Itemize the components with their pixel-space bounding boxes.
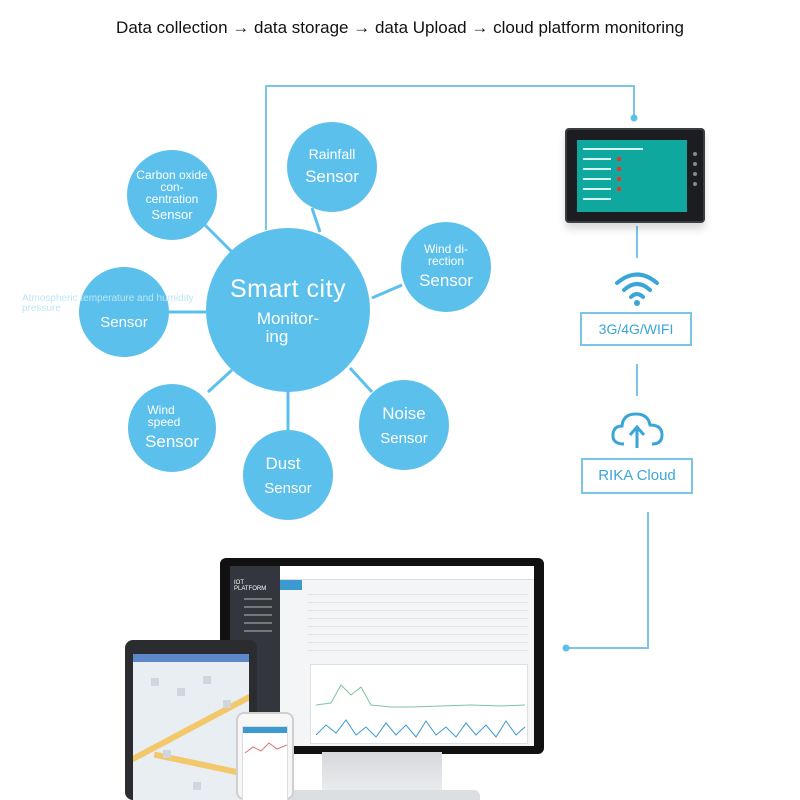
sensor-dust-label: Sensor — [264, 479, 312, 497]
sensor-noise-label: Sensor — [380, 429, 428, 447]
phone-screen — [242, 726, 288, 800]
monitor-base — [280, 790, 480, 800]
spoke-wind-speed — [206, 368, 234, 394]
spoke-wind-direction — [371, 283, 403, 300]
sensor-rainfall-label: Sensor — [305, 167, 359, 186]
sensor-co-line1: Carbon oxide con- — [136, 167, 208, 194]
headline: Data collection → data storage → data Up… — [116, 18, 684, 37]
atmosphere-caption-line1: Atmospheric temperature and humidity — [22, 293, 194, 304]
phone-chart — [244, 742, 287, 754]
sensor-co-line2: centration — [145, 191, 199, 206]
flow-cloud-to-monitor — [566, 512, 649, 649]
sensor-wind-speed-label: Sensor — [145, 432, 199, 451]
sensor-wind-speed: Wind speed Sensor — [128, 384, 216, 472]
sensor-wind-direction: Wind di- rection Sensor — [401, 222, 491, 312]
sensor-atmosphere: Sensor — [79, 267, 169, 357]
data-logger-device — [565, 128, 705, 223]
sensor-wind-direction-line1: Wind di- — [423, 242, 468, 256]
flow-dot-logger — [630, 114, 638, 122]
platform-logo: IOT PLATFORM — [234, 580, 267, 592]
atmosphere-caption-line2: pressure — [22, 303, 61, 314]
flow-dot-monitor — [562, 644, 570, 652]
hub-title: Smart city — [229, 274, 347, 303]
desktop-monitor: IOT PLATFORM — [220, 558, 544, 754]
spoke-noise — [348, 366, 374, 394]
cloud-upload-icon — [611, 412, 664, 448]
tablet-device — [125, 640, 257, 800]
tablet-map-screen — [133, 654, 249, 800]
spoke-co — [203, 223, 234, 254]
sensor-dust: Dust Sensor — [243, 430, 333, 520]
sensor-atmosphere-label: Sensor — [100, 313, 148, 331]
sensor-wind-direction-line2: rection — [427, 254, 465, 268]
hub-subtitle-1: Monitor- — [256, 308, 320, 328]
platform-topbar — [280, 566, 534, 580]
spoke-rainfall — [310, 207, 322, 233]
sensor-rainfall: Rainfall Sensor — [287, 122, 377, 212]
sensor-rainfall-line1: Rainfall — [308, 146, 356, 162]
sensor-noise-line1: Noise — [382, 403, 426, 423]
data-logger-buttons — [693, 152, 699, 192]
flow-hub-to-logger — [265, 85, 635, 230]
sensor-dust-line1: Dust — [265, 453, 301, 473]
network-label: 3G/4G/WIFI — [580, 312, 692, 346]
phone-device — [236, 712, 294, 800]
sensor-wind-speed-line1: Wind — [147, 403, 175, 417]
platform-chart — [310, 664, 528, 744]
hub-subtitle-2: ing — [265, 326, 289, 346]
platform-chart-lines — [315, 684, 526, 738]
platform-tab — [280, 580, 302, 590]
sensor-noise: Noise Sensor — [359, 380, 449, 470]
sensor-wind-speed-line2: speed — [147, 415, 181, 429]
sensor-wind-direction-label: Sensor — [419, 271, 473, 290]
hub-smart-city: Smart city Monitor- ing — [206, 228, 370, 392]
cloud-label: RIKA Cloud — [581, 458, 693, 494]
sensor-co: Carbon oxide con- centration Sensor — [127, 150, 217, 240]
data-logger-screen — [577, 140, 687, 212]
sensor-co-label: Sensor — [151, 206, 193, 222]
wifi-icon — [615, 272, 659, 306]
